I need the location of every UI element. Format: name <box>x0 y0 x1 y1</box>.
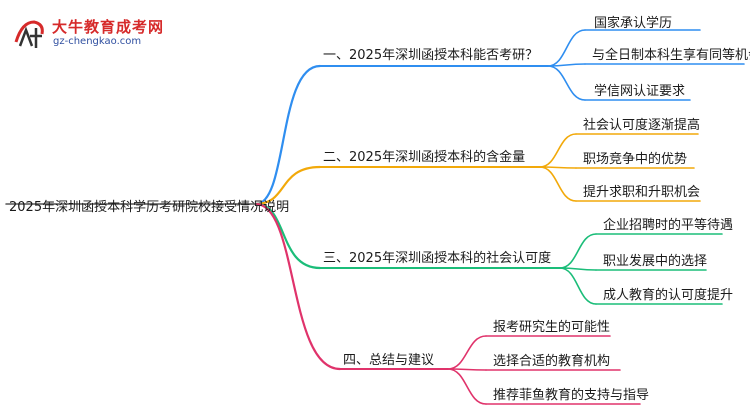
branch-3-label: 三、2025年深圳函授本科的社会认可度 <box>323 251 552 266</box>
branch-1-leaf-3-connector <box>547 65 586 101</box>
branch-1-label: 一、2025年深圳函授本科能否考研？ <box>323 48 539 63</box>
root-topic: 2025年深圳函授本科学历考研院校接受情况说明 <box>9 200 290 215</box>
branch-2-leaf-3: 提升求职和升职机会 <box>583 185 701 200</box>
logo-mark-icon <box>14 20 44 48</box>
branch-1-leaf-2: 与全日制本科生享有同等机会 <box>592 48 750 63</box>
branch-2-connector <box>254 165 322 206</box>
branch-3-leaf-2: 职业发展中的选择 <box>603 254 708 269</box>
branch-4-leaf-1-connector <box>447 335 487 370</box>
branch-4-leaf-3-connector <box>447 368 487 405</box>
branch-4-label: 四、总结与建议 <box>343 353 435 368</box>
logo-title: 大牛教育成考网 <box>52 18 165 36</box>
branch-4-leaf-3: 推荐菲鱼教育的支持与指导 <box>493 388 650 403</box>
branch-2-leaf-1-connector <box>539 133 577 168</box>
branch-1-connector <box>254 64 322 206</box>
site-logo[interactable]: 大牛教育成考网 gz-chengkao.com <box>12 14 192 54</box>
branch-4-connector <box>254 202 342 371</box>
branch-2-label: 二、2025年深圳函授本科的含金量 <box>323 150 526 165</box>
branch-3-leaf-1: 企业招聘时的平等待遇 <box>603 218 734 233</box>
branch-3-leaf-1-connector <box>559 233 597 269</box>
branch-2-leaf-1: 社会认可度逐渐提高 <box>583 118 701 133</box>
branch-3-leaf-3-connector <box>559 267 597 305</box>
logo-url: gz-chengkao.com <box>53 36 142 47</box>
branch-2-leaf-3-connector <box>539 166 577 202</box>
branch-4-leaf-1: 报考研究生的可能性 <box>493 320 611 335</box>
branch-1-leaf-3: 学信网认证要求 <box>594 84 686 99</box>
branch-1-leaf-1: 国家承认学历 <box>594 16 673 31</box>
branch-3-leaf-3: 成人教育的认可度提升 <box>603 288 734 303</box>
branch-2-leaf-2: 职场竞争中的优势 <box>583 152 688 167</box>
branch-4-leaf-2: 选择合适的教育机构 <box>493 354 611 369</box>
branch-1-leaf-1-connector <box>547 29 586 67</box>
